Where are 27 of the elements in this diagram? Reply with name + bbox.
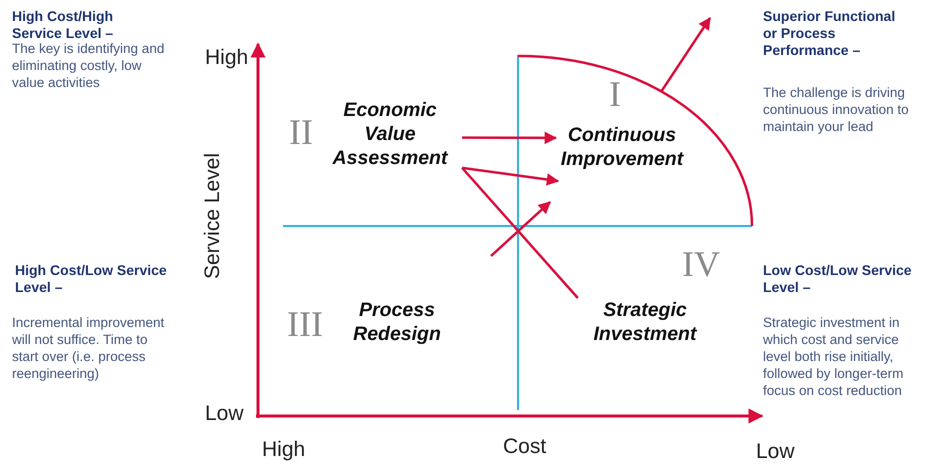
- axis-tick-label: Cost: [503, 435, 548, 459]
- quadrant-numeral: II: [288, 112, 314, 152]
- quadrant-label: Strategic Investment: [575, 298, 715, 346]
- quadrant-label: Continuous Improvement: [560, 123, 685, 171]
- axis-tick-label: High: [262, 438, 306, 462]
- quadrant-label: Economic Value Assessment: [322, 98, 458, 170]
- axis-title: Service Level: [201, 152, 226, 280]
- quadrant-numeral: I: [608, 74, 622, 114]
- quadrant-label: Process Redesign: [335, 298, 459, 346]
- quadrant-numeral: IV: [681, 244, 721, 284]
- quadrant-description: Strategic investment in which cost and service level both rise initially, followed by longer-term focus on cost reduction: [763, 314, 904, 399]
- arrow: [490, 201, 551, 257]
- quarter-circle-region: [518, 55, 752, 226]
- quadrant-description: The key is identifying and eliminating costly, low value activities: [12, 40, 166, 91]
- arrow: [462, 166, 560, 186]
- axis-tick-label: Low: [756, 440, 796, 464]
- quadrant-heading: High Cost/Low Service Level –: [15, 262, 168, 296]
- quadrant-numeral: III: [286, 304, 324, 344]
- arrow: [462, 132, 558, 144]
- quadrant-heading: Low Cost/Low Service Level –: [763, 262, 913, 296]
- quadrant-description: Incremental improvement will not suffice. Time to start over (i.e. process reengineering): [12, 314, 166, 382]
- quadrant-description: The challenge is driving continuous innovation to maintain your lead: [763, 84, 910, 135]
- axis-tick-label: Low: [205, 402, 245, 426]
- quadrant-heading: High Cost/High Service Level –: [12, 8, 114, 42]
- arrow: [660, 16, 712, 93]
- axis-tick-label: High: [205, 46, 250, 70]
- quadrant-heading: Superior Functional or Process Performance –: [763, 8, 896, 59]
